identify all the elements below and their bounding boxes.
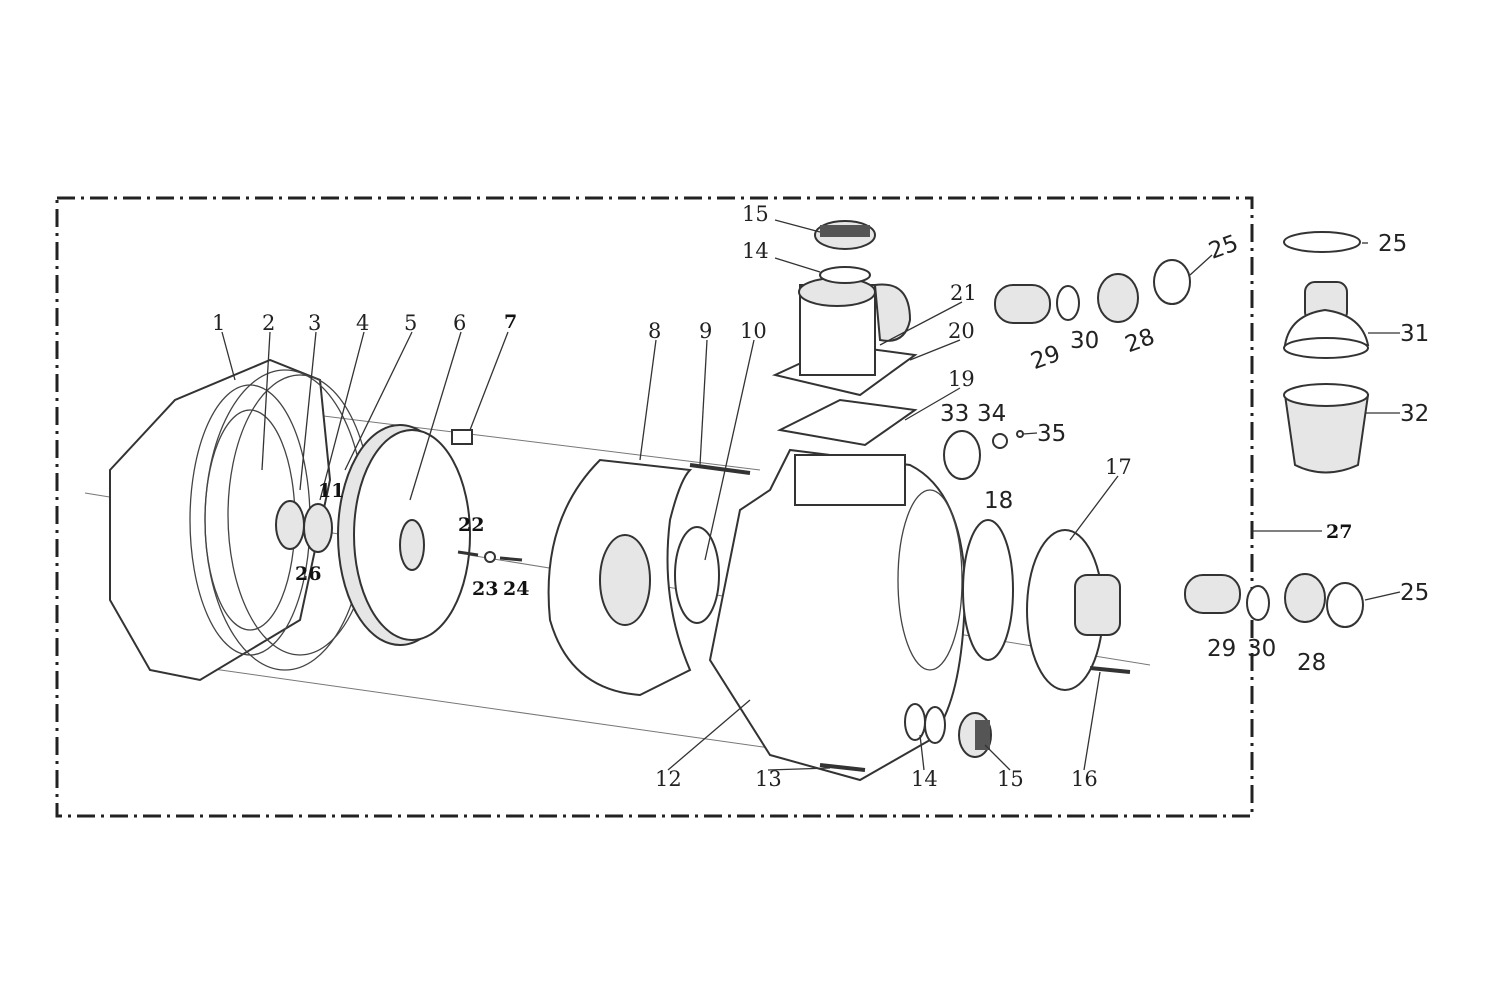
label-31: 31 <box>1400 321 1429 347</box>
label-32: 32 <box>1400 401 1429 427</box>
cap-part-33 <box>943 430 981 480</box>
pin-part-22 <box>457 550 479 557</box>
label-24: 24 <box>503 578 529 600</box>
hose-clamp-part-25-strainer <box>1283 231 1361 253</box>
label-14-bottom: 14 <box>911 767 938 791</box>
label-29-upper: 29 <box>1027 341 1063 375</box>
bolt-part-16 <box>1089 666 1131 674</box>
hose-clamp-part-25-upper <box>1153 259 1191 305</box>
washer-part-30-upper <box>1056 285 1080 321</box>
label-15-top: 15 <box>742 202 769 226</box>
strainer-basket-part-32 <box>1283 383 1370 474</box>
label-30-upper: 30 <box>1070 328 1099 354</box>
label-1: 1 <box>212 311 225 335</box>
label-16: 16 <box>1071 767 1098 791</box>
gasket-part-19 <box>776 398 918 447</box>
label-11: 11 <box>318 480 344 502</box>
pump-casing-part-12 <box>708 448 967 782</box>
label-2: 2 <box>262 311 275 335</box>
label-20: 20 <box>948 319 975 343</box>
seal-ring-part-10 <box>674 526 720 624</box>
leader-lines <box>221 219 1401 771</box>
label-3: 3 <box>308 311 321 335</box>
label-12: 12 <box>655 767 682 791</box>
spacer-part-7 <box>451 429 473 445</box>
label-25-lower: 25 <box>1400 580 1429 606</box>
plug-part-15-bottom <box>958 712 992 758</box>
label-22: 22 <box>458 514 484 536</box>
o-ring-part-14-top <box>819 266 871 284</box>
plug-part-15-top <box>814 220 876 250</box>
part-labels: 1 2 3 4 5 6 7 8 9 10 11 26 22 23 24 12 1… <box>212 202 1429 791</box>
label-7: 7 <box>504 311 517 333</box>
label-13: 13 <box>755 767 782 791</box>
screw-part-35 <box>1016 430 1024 438</box>
coupling-part-28-upper <box>1097 273 1139 323</box>
label-10: 10 <box>740 319 767 343</box>
label-17: 17 <box>1105 455 1132 479</box>
label-5: 5 <box>404 311 417 335</box>
label-30-lower: 30 <box>1247 636 1276 662</box>
o-ring-part-14-bottom-b <box>924 706 946 744</box>
label-18: 18 <box>984 488 1013 514</box>
screw-part-24 <box>499 556 523 562</box>
label-15-bottom: 15 <box>997 767 1024 791</box>
label-4: 4 <box>356 311 369 335</box>
label-34: 34 <box>977 401 1006 427</box>
label-27: 27 <box>1326 521 1352 543</box>
label-28-upper: 28 <box>1122 324 1158 358</box>
hose-barb-part-29-lower <box>1184 574 1241 614</box>
label-14-top: 14 <box>742 239 769 263</box>
label-19: 19 <box>948 367 975 391</box>
label-21: 21 <box>950 281 977 305</box>
label-26: 26 <box>295 563 321 585</box>
label-35: 35 <box>1037 421 1066 447</box>
washer-part-23 <box>484 551 496 563</box>
label-25-upper: 25 <box>1205 230 1241 264</box>
label-23: 23 <box>472 578 498 600</box>
outlet-elbow-part-21 <box>798 277 912 376</box>
gasket-part-18 <box>962 519 1014 661</box>
coupling-part-28-lower <box>1284 573 1326 623</box>
label-6: 6 <box>453 311 466 335</box>
bolt-part-9 <box>689 463 751 475</box>
label-29-lower: 29 <box>1207 636 1236 662</box>
strainer-cap-part-31 <box>1283 281 1370 359</box>
label-28-lower: 28 <box>1297 650 1326 676</box>
o-ring-part-14-bottom <box>904 703 926 741</box>
washer-part-30-lower <box>1246 585 1270 621</box>
diffuser-part-8 <box>547 458 693 697</box>
impeller-part-6 <box>337 424 471 646</box>
hose-barb-part-29-upper <box>994 284 1051 324</box>
label-25-strainer: 25 <box>1378 231 1407 257</box>
label-9: 9 <box>699 319 712 343</box>
label-33: 33 <box>940 401 969 427</box>
axis-line-lower <box>149 659 771 749</box>
seal-part-11b <box>303 503 333 553</box>
assembly-boundary <box>55 196 1254 818</box>
bolt-part-13 <box>819 763 866 772</box>
hose-clamp-part-25-lower <box>1326 582 1364 628</box>
washer-part-34 <box>992 433 1008 449</box>
seal-part-11a <box>275 500 305 550</box>
label-8: 8 <box>648 319 661 343</box>
inlet-flange-part-17 <box>1026 529 1121 691</box>
